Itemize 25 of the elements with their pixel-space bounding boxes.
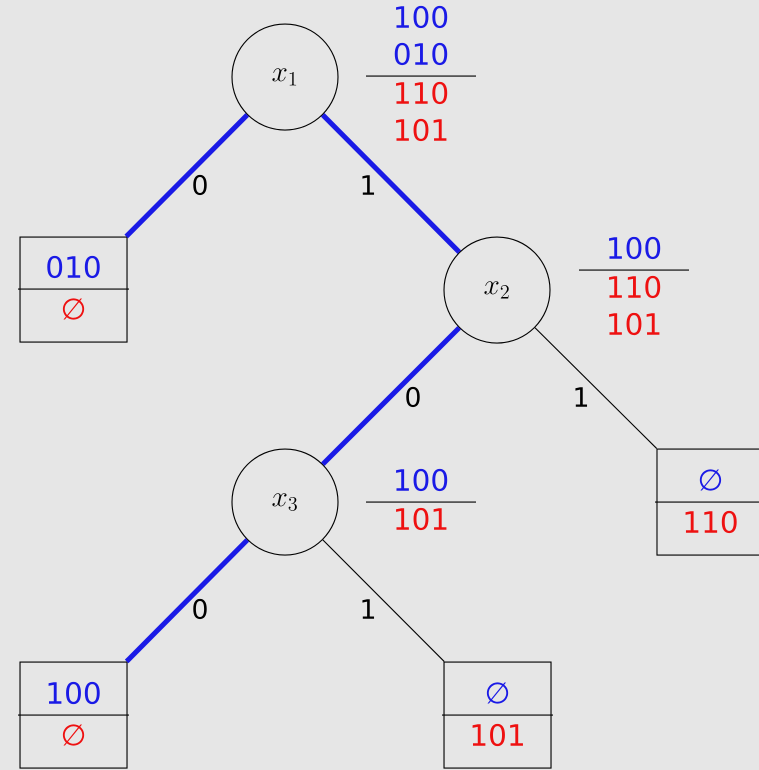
edge-label: 1 bbox=[362, 175, 374, 195]
edge-label: 1 bbox=[362, 599, 374, 619]
set-label: 101 bbox=[396, 508, 446, 530]
edge bbox=[534, 327, 658, 449]
set-label: 100 bbox=[396, 6, 448, 28]
leaf-box: 010 ∅ bbox=[18, 236, 129, 343]
leaf-box: 100 ∅ bbox=[18, 661, 129, 769]
set-label: 101 bbox=[396, 118, 446, 142]
edge bbox=[322, 540, 445, 662]
leaf-box: ∅ 101 bbox=[442, 661, 553, 769]
set-label: 110 bbox=[609, 276, 660, 298]
set-label: 101 bbox=[609, 312, 660, 336]
edge bbox=[124, 538, 250, 664]
leaf-box: ∅ 110 bbox=[655, 448, 759, 556]
edge bbox=[124, 113, 249, 238]
edge-label: 0 bbox=[193, 174, 207, 196]
edge-label: 1 bbox=[575, 387, 588, 407]
edge bbox=[321, 113, 462, 254]
edge-label: 0 bbox=[406, 386, 420, 408]
set-label: 100 bbox=[609, 236, 660, 260]
set-label: 110 bbox=[396, 82, 448, 104]
set-label: 010 bbox=[394, 42, 448, 66]
set-label: 100 bbox=[396, 468, 448, 492]
edge-label: 0 bbox=[193, 598, 207, 620]
edge bbox=[321, 326, 461, 466]
